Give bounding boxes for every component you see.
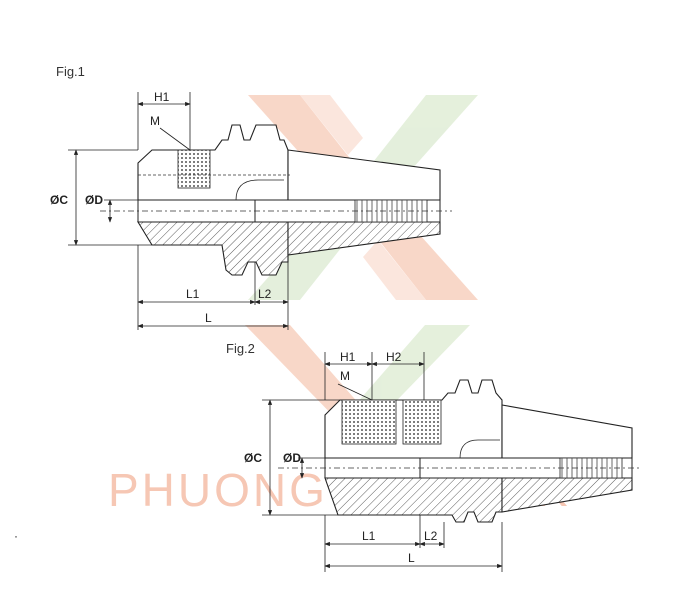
fig1-body-upper — [137, 124, 289, 201]
fig2-label-c: ØC — [244, 451, 262, 465]
stray-dot: · — [14, 529, 18, 543]
fig1-groove-line — [235, 179, 284, 201]
fig2-knurl-2 — [402, 399, 442, 445]
fig1-knurl — [177, 149, 211, 189]
fig2-label-l: L — [408, 551, 415, 565]
fig1-label-l: L — [205, 311, 212, 325]
fig2-holder — [278, 379, 640, 523]
fig1-caption: Fig.1 — [56, 64, 85, 79]
fig2-label-h2: H2 — [386, 350, 402, 364]
fig2-caption: Fig.2 — [226, 341, 255, 356]
fig2-label-m: M — [340, 369, 350, 383]
fig1-label-c: ØC — [50, 193, 68, 207]
fig2-dimensions — [262, 352, 503, 572]
fig1-label-h1: H1 — [154, 90, 170, 104]
fig2-taper-upper — [501, 404, 633, 459]
fig1-label-m: M — [150, 114, 160, 128]
fig1-holder — [100, 124, 452, 276]
fig2-body-section — [324, 477, 503, 523]
fig2-knurl-1 — [341, 399, 397, 445]
fig2-groove-line — [459, 439, 500, 459]
fig1-dimensions — [68, 92, 289, 330]
fig2-label-h1: H1 — [340, 350, 356, 364]
fig2-label-l1: L1 — [362, 529, 376, 543]
fig2-label-d: ØD — [283, 451, 301, 465]
fig1-body-section — [137, 221, 289, 276]
fig1-label-d: ØD — [85, 193, 103, 207]
fig1-label-l1: L1 — [186, 287, 200, 301]
fig2-label-l2: L2 — [424, 529, 438, 543]
fig1-label-l2: L2 — [258, 287, 272, 301]
